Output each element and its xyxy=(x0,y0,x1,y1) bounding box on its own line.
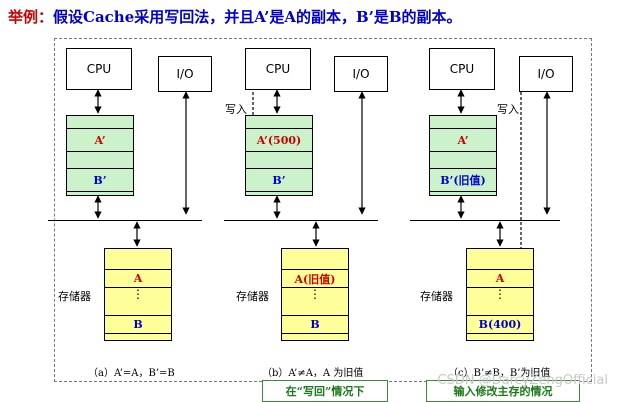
write-label: 写入 xyxy=(225,103,247,116)
watermark: CSDN @DarcyZengOfficial xyxy=(437,373,608,388)
io-label: I/O xyxy=(537,67,555,81)
cache-line-b: B’ xyxy=(246,168,312,192)
system-bus-c xyxy=(410,220,560,221)
caption-b: （b）A’≠A，A 为旧值 xyxy=(262,368,364,379)
title-prefix: 举例： xyxy=(8,8,54,26)
write-label: 写入 xyxy=(497,103,519,116)
cache-block-c: A’ B’(旧值) xyxy=(429,115,497,196)
ellipsis: ⋮ xyxy=(494,287,506,301)
mem-line-b: B(400) xyxy=(467,315,533,334)
system-bus-a xyxy=(48,220,202,221)
cache-line-a: A’(500) xyxy=(246,128,312,152)
title-text: 假设Cache采用写回法，并且A’是A的副本，B’是B的副本。 xyxy=(53,8,462,26)
cpu-label: CPU xyxy=(449,62,475,76)
cache-block-a: A’ B’ xyxy=(66,115,134,196)
caption-c: （c）B’≠B，B’为旧值 xyxy=(448,368,551,379)
caption-a: （a）A’=A，B’=B xyxy=(88,368,175,379)
writeback-button[interactable]: 在“写回”情况下 xyxy=(262,380,388,402)
memory-label: 存储器 xyxy=(420,290,453,303)
cache-line-a: A’ xyxy=(430,128,496,152)
io-box-b: I/O xyxy=(334,56,388,92)
memory-block-c: A ⋮ B(400) xyxy=(466,248,534,341)
io-box-c: I/O xyxy=(519,56,573,92)
io-label: I/O xyxy=(352,67,370,81)
cache-block-b: A’(500) B’ xyxy=(245,115,313,196)
mem-line-a: A xyxy=(467,269,533,288)
memory-block-a: A ⋮ B xyxy=(104,248,172,341)
ellipsis: ⋮ xyxy=(309,287,321,301)
cpu-label: CPU xyxy=(265,62,291,76)
ellipsis: ⋮ xyxy=(132,287,144,301)
io-label: I/O xyxy=(176,67,194,81)
cpu-label: CPU xyxy=(86,62,112,76)
cpu-box-b: CPU xyxy=(245,48,311,90)
mem-line-b: B xyxy=(105,315,171,334)
io-box-a: I/O xyxy=(158,56,212,92)
page-title: 举例：假设Cache采用写回法，并且A’是A的副本，B’是B的副本。 xyxy=(8,6,462,27)
cpu-box-c: CPU xyxy=(429,48,495,90)
mem-line-a: A(旧值) xyxy=(282,269,348,288)
mem-line-b: B xyxy=(282,315,348,334)
cache-line-a: A’ xyxy=(67,128,133,152)
cache-line-b: B’ xyxy=(67,168,133,192)
memory-label: 存储器 xyxy=(58,290,91,303)
mem-line-a: A xyxy=(105,269,171,288)
memory-block-b: A(旧值) ⋮ B xyxy=(281,248,349,341)
memory-label: 存储器 xyxy=(236,290,269,303)
system-bus-b xyxy=(224,220,378,221)
cache-line-b: B’(旧值) xyxy=(430,168,496,192)
cpu-box-a: CPU xyxy=(66,48,132,90)
